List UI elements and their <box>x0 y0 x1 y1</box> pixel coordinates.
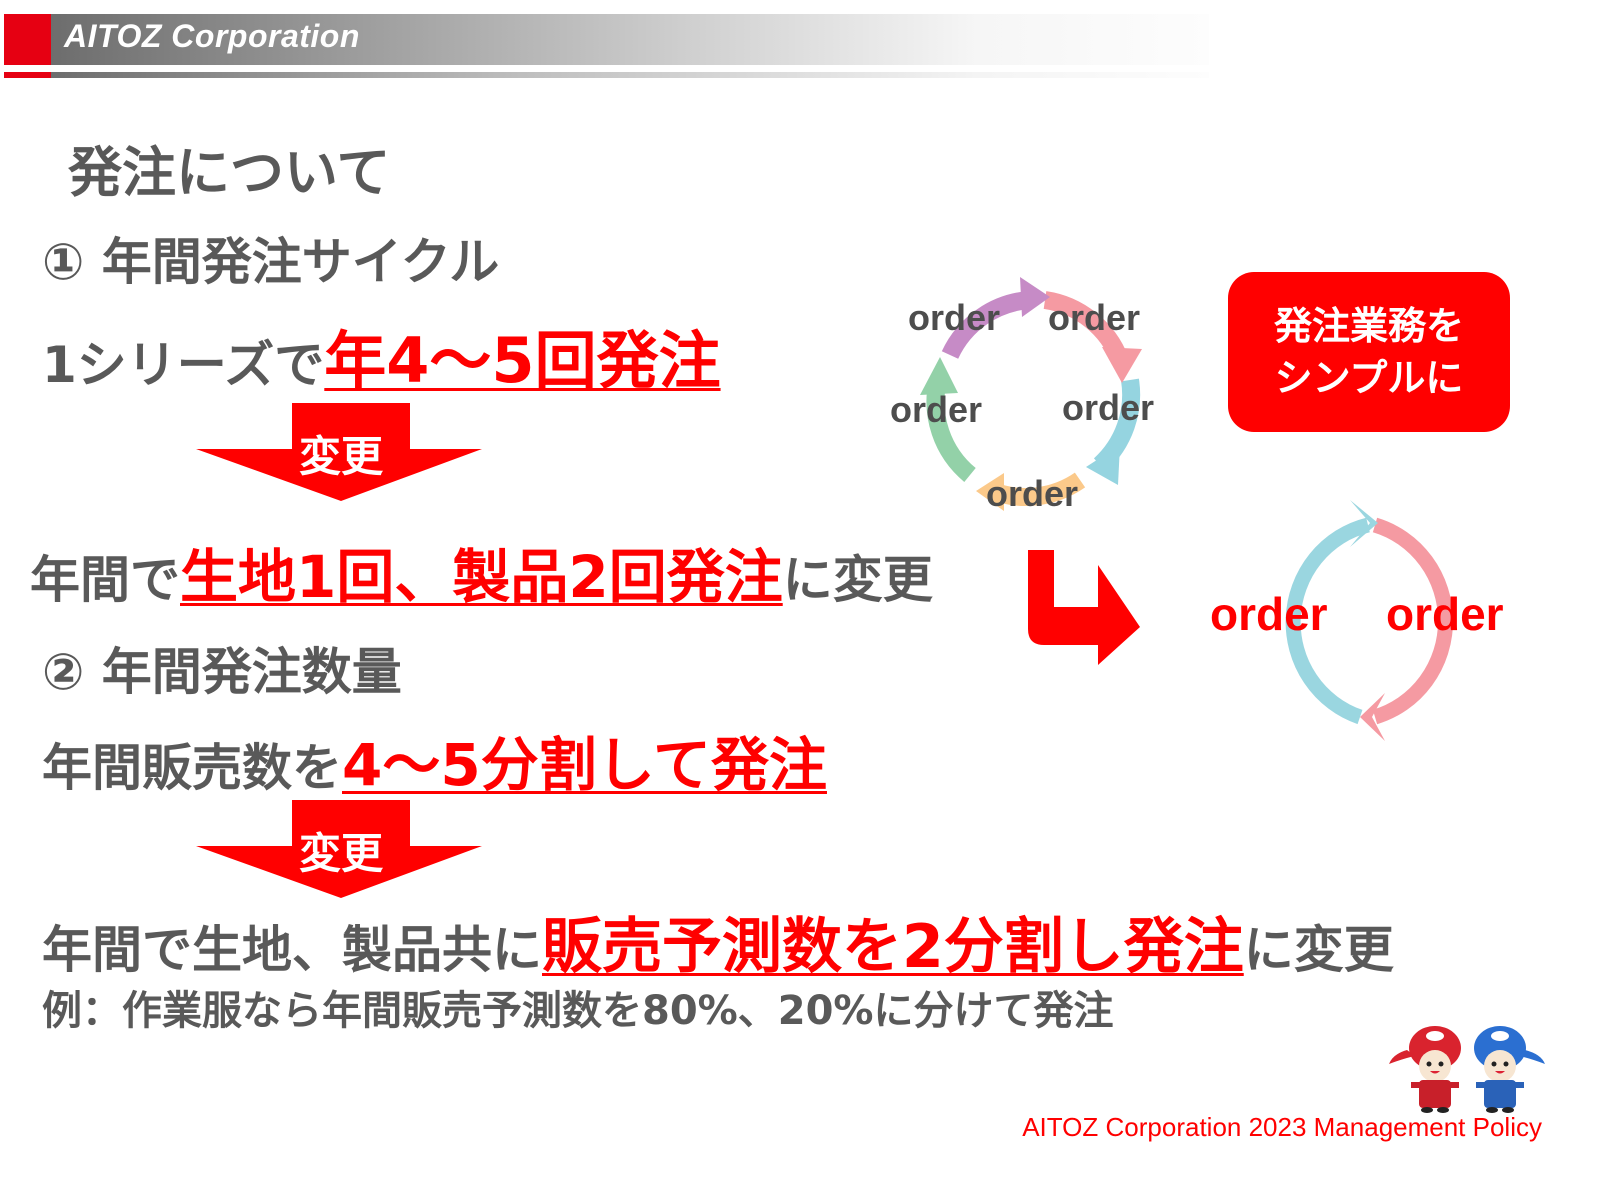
cycle-arrows-icon <box>920 277 1142 511</box>
section1-after-suffix: に変更 <box>782 551 933 609</box>
section1-before-line: 1シリーズで年4〜5回発注 <box>42 310 721 400</box>
header-gradient-bar <box>51 14 1209 65</box>
header-red-block <box>4 14 51 65</box>
down-arrow-icon <box>196 403 482 501</box>
company-logo-text: AITOZ Corporation <box>64 18 360 54</box>
footer-text: AITOZ Corporation 2023 Management Policy <box>1022 1112 1542 1142</box>
section2-after-highlight: 販売予測数を2分割し発注 <box>542 912 1244 982</box>
section2-before-highlight: 4〜5分割して発注 <box>342 731 827 799</box>
section1-after-prefix: 年間で <box>30 551 180 609</box>
order-label: order <box>1386 588 1504 640</box>
section1-before-highlight: 年4〜5回発注 <box>324 324 721 397</box>
callout-line2: シンプルに <box>1274 356 1464 400</box>
section1-after-highlight: 生地1回、製品2回発注 <box>180 543 783 611</box>
down-arrow-icon <box>196 800 482 898</box>
section2-example: 例：作業服なら年間販売予測数を80%、20%に分けて発注 <box>42 988 1114 1034</box>
mascot-icon <box>1389 1026 1545 1113</box>
slide-title: 発注について <box>68 141 391 204</box>
header-gradient-underline <box>51 72 1209 78</box>
mascot-characters <box>1385 1020 1550 1115</box>
section1-heading: ① 年間発注サイクル <box>42 233 500 291</box>
order-label: order <box>1210 588 1328 640</box>
change-arrow-1-label: 変更 <box>298 432 383 481</box>
order-label: order <box>986 473 1079 514</box>
change-arrow-2: 変更 <box>196 800 486 900</box>
transition-arrow <box>1020 545 1150 670</box>
section2-before-prefix: 年間販売数を <box>42 739 342 797</box>
order-label: order <box>1062 387 1155 428</box>
section1-before-prefix: 1シリーズで <box>42 336 325 394</box>
simplify-callout: 発注業務を シンプルに <box>1228 272 1510 432</box>
order-cycle-5-diagram: order order order order order <box>880 265 1180 525</box>
section2-after-suffix: に変更 <box>1243 921 1394 979</box>
header-red-underline <box>4 72 51 78</box>
bent-arrow-icon <box>1028 550 1140 665</box>
order-cycle-2-diagram: order order <box>1200 495 1560 745</box>
section2-after-line: 年間で生地、製品共に販売予測数を2分割し発注に変更 <box>42 898 1394 985</box>
order-label: order <box>1048 297 1141 338</box>
section2-before-line: 年間販売数を4〜5分割して発注 <box>42 718 827 802</box>
order-label: order <box>890 389 983 430</box>
section2-heading: ② 年間発注数量 <box>42 643 402 701</box>
cycle-arrows-icon <box>1285 500 1453 741</box>
callout-line1: 発注業務を <box>1273 304 1464 348</box>
section2-after-prefix: 年間で生地、製品共に <box>42 921 542 979</box>
change-arrow-1: 変更 <box>196 403 486 503</box>
section1-after-line: 年間で生地1回、製品2回発注に変更 <box>30 530 933 614</box>
change-arrow-2-label: 変更 <box>298 829 383 878</box>
order-label: order <box>908 297 1001 338</box>
